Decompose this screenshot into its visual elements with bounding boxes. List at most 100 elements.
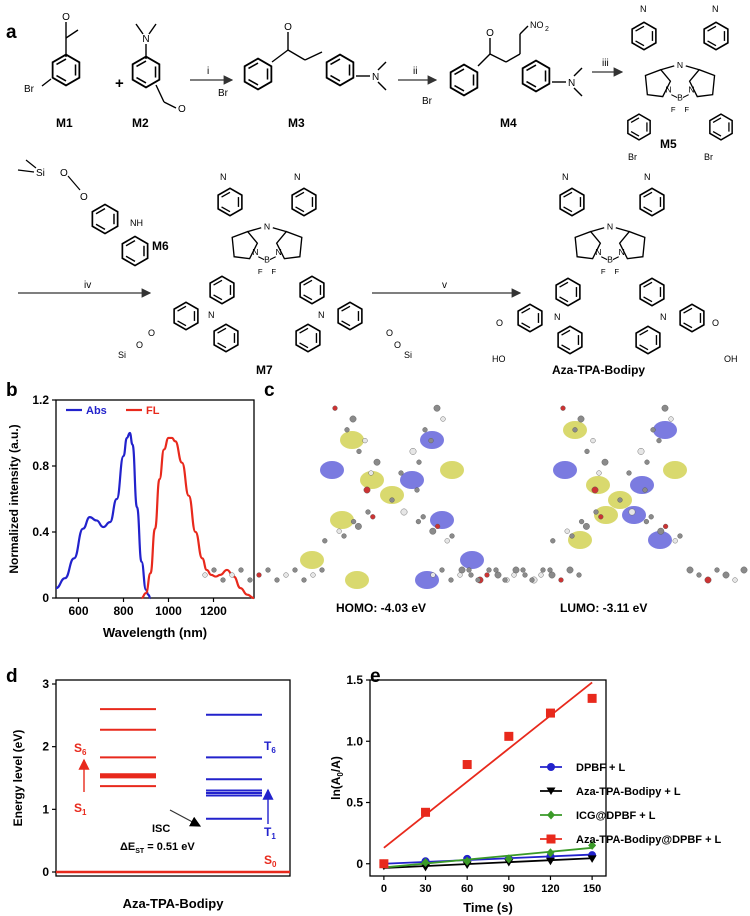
orbital-lobe (553, 461, 577, 479)
atom (493, 567, 499, 573)
atom (448, 577, 454, 583)
svg-text:O: O (80, 192, 88, 203)
svg-text:OH: OH (724, 354, 738, 364)
atom (686, 566, 694, 574)
atom (368, 470, 374, 476)
svg-text:N: N (372, 72, 379, 83)
chart-e-frame (369, 679, 607, 877)
atom (566, 566, 574, 574)
atom (722, 571, 730, 579)
atom (522, 572, 528, 578)
atom (656, 438, 662, 444)
svg-text:NH: NH (130, 218, 143, 228)
atom (256, 572, 262, 578)
atom (220, 577, 226, 583)
svg-text:Si: Si (404, 350, 412, 360)
atom (435, 523, 441, 530)
atom (560, 405, 566, 411)
svg-text:O: O (496, 318, 503, 328)
atom (398, 470, 404, 476)
structure-m4: O NO 2 N Br (422, 20, 583, 107)
orbital-lobe (380, 486, 404, 504)
orbital-lobe (594, 506, 618, 524)
svg-text:N: N (554, 312, 561, 322)
orbital-lobe (330, 511, 354, 529)
atom (409, 447, 417, 455)
x-tick-label: 120 (541, 883, 559, 895)
atom (433, 404, 441, 412)
chart-b-ylabel: Normalized intensity (a.u.) (7, 424, 21, 573)
lumo-orbital-render (430, 404, 748, 584)
compound-aza-tpa-bodipy-label: Aza-TPA-Bodipy (552, 363, 645, 377)
atom (458, 566, 466, 574)
atom (351, 518, 357, 525)
atom (577, 415, 585, 423)
compound-m7-label: M7 (256, 363, 273, 377)
chart-d-levels (56, 708, 290, 874)
atom (344, 427, 350, 433)
atom (414, 487, 420, 493)
atom (644, 459, 650, 465)
atom (650, 427, 656, 433)
compound-m5-label: M5 (660, 137, 677, 151)
svg-text:2: 2 (545, 26, 549, 33)
panel-c-label: c (264, 380, 275, 401)
atom (502, 577, 508, 583)
atom (415, 518, 422, 525)
atom (440, 416, 446, 422)
atom (548, 571, 556, 579)
chart-e-ylabel: ln(A0/A) (329, 756, 345, 800)
svg-text:N: N (294, 172, 301, 182)
svg-text:O: O (136, 340, 143, 350)
x-tick-label: 150 (583, 883, 601, 895)
compound-m1-label: M1 (56, 116, 73, 130)
atom (416, 459, 422, 465)
point-aza-tpa-bodipy-l (421, 863, 431, 872)
atom (319, 567, 325, 573)
chart-b-xlabel: Wavelength (nm) (103, 625, 207, 640)
x-tick-label: 600 (68, 604, 88, 618)
svg-text:N: N (660, 312, 667, 322)
atom (354, 523, 362, 530)
step-iii-label: iii (602, 58, 609, 69)
y-tick-label: 1.0 (346, 734, 363, 748)
legend-marker-dpbf-l (547, 763, 555, 771)
step-ii-label: ii (413, 66, 417, 77)
lumo-energy-label: LUMO: -3.11 eV (560, 601, 647, 615)
orbital-lobe (340, 431, 364, 449)
atom (714, 567, 720, 573)
fit-line-dpbf-l (383, 853, 593, 865)
point-icg-dpbf-l (588, 840, 597, 850)
atom (642, 487, 648, 493)
homo-orbital-render (202, 404, 582, 589)
svg-text:Br: Br (628, 152, 637, 162)
point-aza-tpa-bodipy-l (587, 855, 597, 863)
point-icg-dpbf-l (546, 848, 555, 858)
svg-text:O: O (62, 12, 70, 23)
atom (657, 527, 665, 535)
svg-text:N: N (712, 4, 719, 14)
atom (422, 427, 428, 433)
y-tick-label: 1.2 (32, 393, 49, 407)
atom (428, 438, 434, 444)
x-tick-label: 30 (419, 883, 431, 895)
panel-e-label: e (370, 666, 381, 687)
step-v-label: v (442, 280, 447, 291)
y-tick-label: 0 (42, 865, 49, 879)
atom (740, 566, 748, 574)
svg-text:Br: Br (218, 88, 229, 99)
structure-m1: O Br (24, 12, 81, 95)
fit-line-aza-tpa-bodipy-dpbf-l (383, 681, 593, 849)
atom (429, 527, 437, 535)
atom (511, 572, 517, 578)
svg-text:N: N (568, 78, 575, 89)
atom (310, 572, 316, 578)
atom (373, 458, 381, 466)
t1-label: T1 (264, 825, 276, 841)
y-tick-label: 1 (42, 802, 49, 816)
atom (547, 567, 553, 573)
